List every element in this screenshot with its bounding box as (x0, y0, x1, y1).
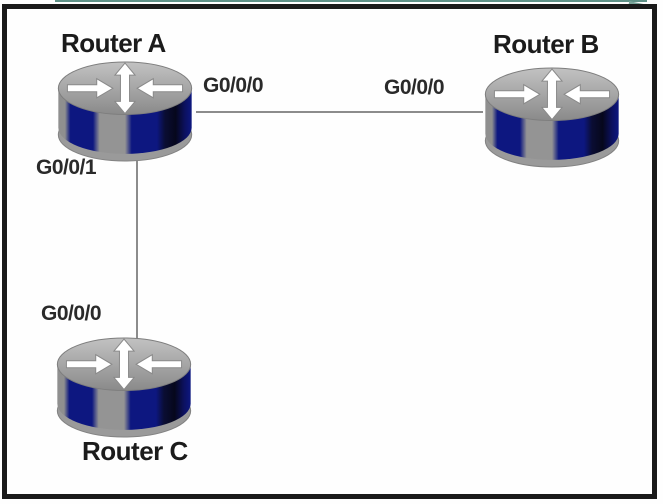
router-c-icon (56, 337, 192, 438)
router-b-icon (484, 67, 620, 168)
port-label-a-g001: G0/0/1 (36, 156, 97, 179)
link-a-c-line (136, 140, 138, 350)
port-label-a-g000: G0/0/0 (203, 74, 264, 97)
top-accent-line (55, 0, 647, 2)
router-c-label: Router C (82, 436, 188, 466)
port-label-b-g000: G0/0/0 (384, 76, 445, 99)
router-a-label: Router A (61, 28, 166, 58)
link-a-b-line (196, 111, 483, 113)
router-b-label: Router B (493, 29, 599, 59)
diagram-frame (2, 4, 657, 499)
port-label-c-g000: G0/0/0 (41, 302, 102, 325)
router-a-icon (57, 61, 193, 162)
